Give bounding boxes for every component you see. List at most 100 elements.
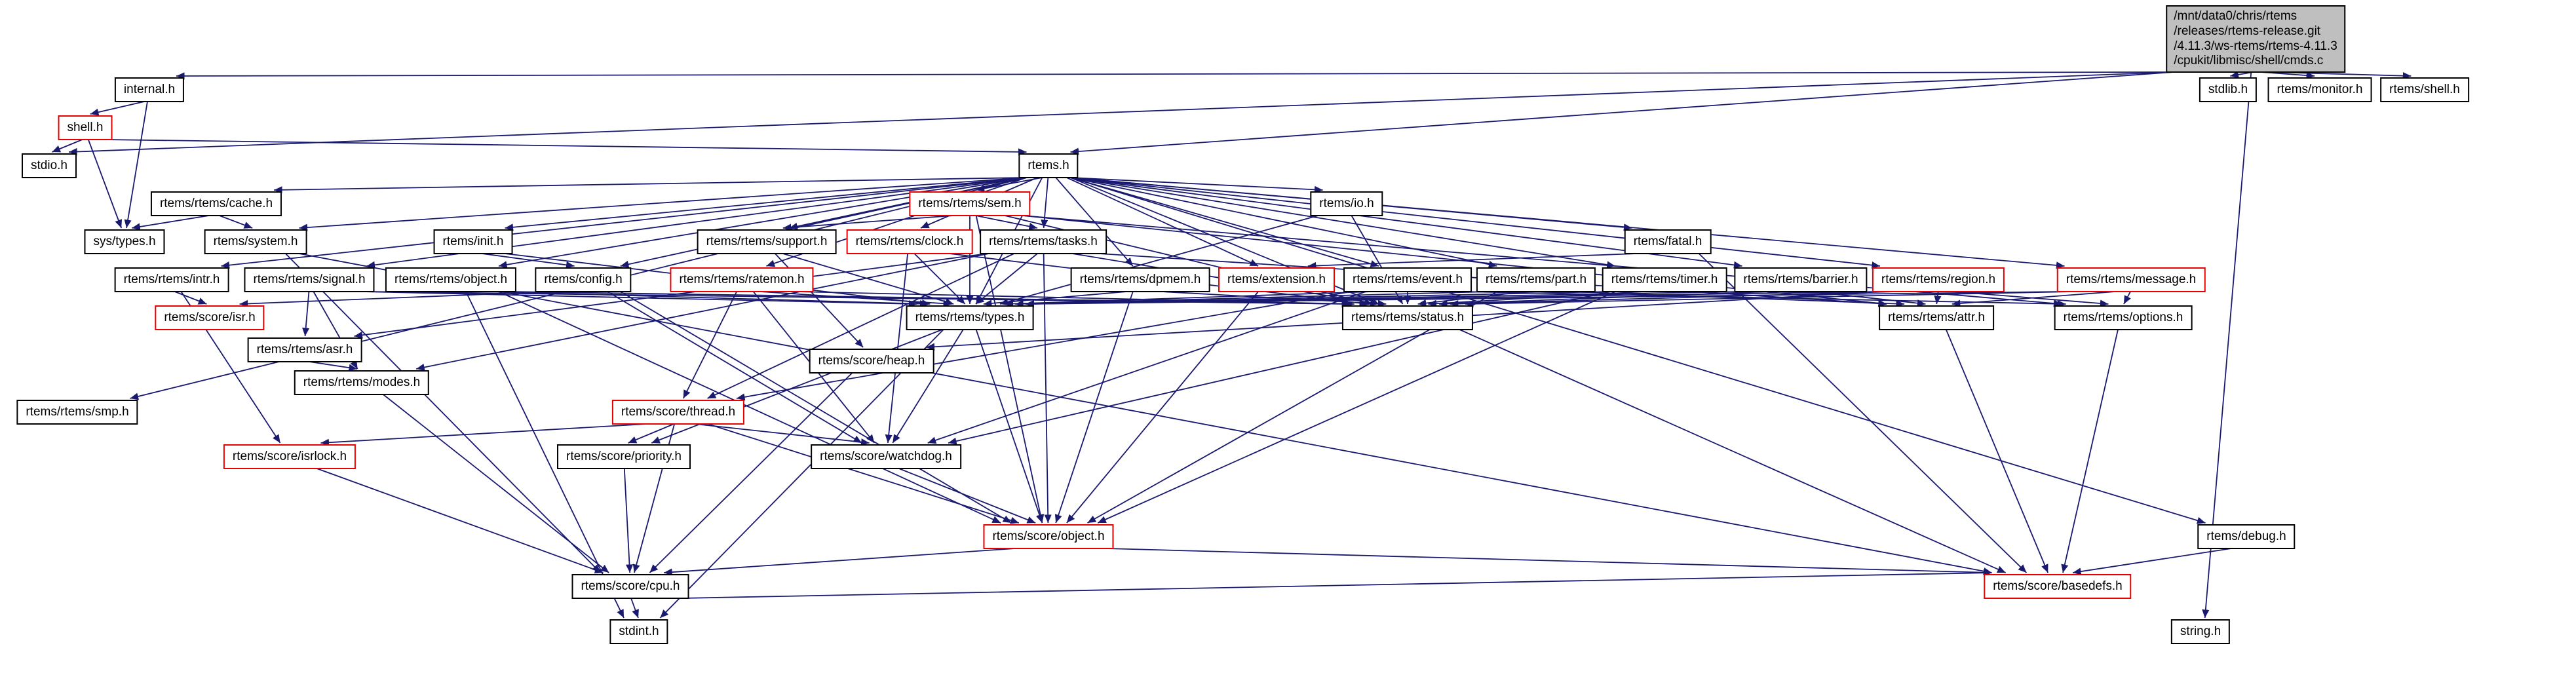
graph-node-string[interactable]: string.h bbox=[2170, 619, 2231, 644]
edge-rtems-extension bbox=[1066, 177, 1259, 267]
graph-node-status[interactable]: rtems/rtems/status.h bbox=[1341, 305, 1474, 330]
edge-modes-cpu bbox=[383, 394, 609, 573]
graph-node-event[interactable]: rtems/rtems/event.h bbox=[1343, 267, 1472, 292]
edge-clock-watchdog bbox=[885, 253, 909, 444]
graph-node-ratemon[interactable]: rtems/rtems/ratemon.h bbox=[670, 267, 814, 292]
edge-cmds-rtems bbox=[1070, 71, 2174, 155]
graph-node-rtypes[interactable]: rtems/rtems/types.h bbox=[906, 305, 1034, 330]
graph-node-systypes[interactable]: sys/types.h bbox=[84, 229, 165, 254]
edge-rtems-intr bbox=[221, 177, 1027, 269]
graph-node-robject[interactable]: rtems/rtems/object.h bbox=[385, 267, 517, 292]
edge-io-rtypes bbox=[999, 215, 1318, 306]
graph-node-stdlib[interactable]: stdlib.h bbox=[2199, 77, 2258, 102]
edge-sem-support bbox=[782, 215, 954, 231]
edge-dpmem-sobject bbox=[1054, 291, 1134, 524]
graph-node-cpu[interactable]: rtems/score/cpu.h bbox=[571, 574, 689, 599]
edge-ratemon-thread bbox=[682, 291, 738, 399]
graph-node-sobject[interactable]: rtems/score/object.h bbox=[983, 524, 1114, 549]
graph-node-smp[interactable]: rtems/rtems/smp.h bbox=[16, 400, 138, 425]
graph-node-shell[interactable]: shell.h bbox=[58, 115, 113, 140]
edge-isrlock-cpu bbox=[317, 468, 604, 573]
graph-node-isrlock[interactable]: rtems/score/isrlock.h bbox=[223, 444, 356, 469]
graph-node-clock[interactable]: rtems/rtems/clock.h bbox=[846, 229, 973, 254]
edge-priority-cpu bbox=[623, 468, 634, 573]
edge-sem-sobject bbox=[975, 215, 1045, 524]
edge-rtems-event bbox=[1070, 177, 1379, 267]
graph-node-fatal[interactable]: rtems/fatal.h bbox=[1624, 229, 1712, 254]
edge-internal-shell bbox=[90, 101, 145, 116]
graph-node-message[interactable]: rtems/rtems/message.h bbox=[2056, 267, 2206, 292]
graph-node-sem[interactable]: rtems/rtems/sem.h bbox=[909, 191, 1031, 216]
graph-node-thread[interactable]: rtems/score/thread.h bbox=[611, 400, 745, 425]
graph-node-attr[interactable]: rtems/rtems/attr.h bbox=[1879, 305, 1994, 330]
edge-rtems-tasks bbox=[1041, 177, 1049, 229]
graph-node-options[interactable]: rtems/rtems/options.h bbox=[2054, 305, 2193, 330]
graph-node-io[interactable]: rtems/io.h bbox=[1310, 191, 1383, 216]
edge-thread-isrlock bbox=[320, 423, 647, 446]
graph-node-modes[interactable]: rtems/rtems/modes.h bbox=[294, 370, 430, 395]
edge-config-sobject bbox=[620, 291, 1012, 524]
graph-node-stdint[interactable]: stdint.h bbox=[609, 619, 668, 644]
edge-system-cpu bbox=[285, 253, 601, 573]
graph-node-tasks[interactable]: rtems/rtems/tasks.h bbox=[980, 229, 1107, 254]
graph-node-priority[interactable]: rtems/score/priority.h bbox=[557, 444, 691, 469]
edge-cpu-basedefs bbox=[681, 569, 1992, 599]
edge-rtems-timer bbox=[1070, 177, 1615, 269]
edge-internal-systypes bbox=[124, 101, 148, 229]
edge-thread-sobject bbox=[707, 423, 1020, 524]
graph-node-intr[interactable]: rtems/rtems/intr.h bbox=[114, 267, 229, 292]
edge-shell-stdio bbox=[52, 139, 83, 153]
edge-sem-tasks bbox=[975, 215, 1038, 230]
edge-cpu-stdint bbox=[630, 598, 639, 619]
graph-node-rtems[interactable]: rtems.h bbox=[1018, 153, 1079, 178]
graph-node-watchdog[interactable]: rtems/score/watchdog.h bbox=[811, 444, 961, 469]
graph-node-rtems_shell[interactable]: rtems/shell.h bbox=[2380, 77, 2469, 102]
edge-cmds-stdio bbox=[68, 71, 2174, 156]
edge-thread-watchdog bbox=[695, 423, 870, 446]
edge-status-basedefs bbox=[1459, 329, 2007, 573]
graph-node-support[interactable]: rtems/rtems/support.h bbox=[697, 229, 837, 254]
edge-part-rtypes bbox=[1015, 291, 1491, 308]
edge-cmds-internal bbox=[176, 71, 2174, 80]
edge-debug-basedefs bbox=[2072, 548, 2232, 575]
graph-node-stdio[interactable]: stdio.h bbox=[22, 153, 77, 178]
graph-node-part[interactable]: rtems/rtems/part.h bbox=[1476, 267, 1596, 292]
graph-node-timer[interactable]: rtems/rtems/timer.h bbox=[1602, 267, 1727, 292]
graph-node-cmds[interactable]: /mnt/data0/chris/rtems /releases/rtems-r… bbox=[2166, 5, 2345, 73]
graph-node-basedefs[interactable]: rtems/score/basedefs.h bbox=[1984, 574, 2132, 599]
edge-init-config bbox=[482, 253, 575, 269]
graph-node-cache[interactable]: rtems/rtems/cache.h bbox=[150, 191, 282, 216]
graph-node-asr[interactable]: rtems/rtems/asr.h bbox=[247, 337, 362, 362]
graph-node-heap[interactable]: rtems/score/heap.h bbox=[809, 349, 934, 374]
edge-rtypes-watchdog bbox=[892, 329, 964, 444]
graph-node-init[interactable]: rtems/init.h bbox=[433, 229, 513, 254]
edge-shell-rtems bbox=[104, 139, 1027, 156]
graph-node-internal[interactable]: internal.h bbox=[114, 77, 185, 102]
edge-rtems-io bbox=[1070, 177, 1323, 193]
graph-node-region[interactable]: rtems/rtems/region.h bbox=[1872, 267, 2005, 292]
edge-rtems-system bbox=[299, 177, 1027, 231]
edge-sobject-cpu bbox=[663, 548, 1016, 576]
graph-node-dpmem[interactable]: rtems/rtems/dpmem.h bbox=[1070, 267, 1210, 292]
edge-message-attr bbox=[1951, 291, 2116, 307]
edge-rtems-debug bbox=[1070, 177, 2206, 524]
edge-timer-sobject bbox=[1097, 291, 1616, 524]
edge-rtems-cache bbox=[273, 177, 1027, 194]
edge-event-rtypes bbox=[1005, 291, 1373, 308]
graph-node-system[interactable]: rtems/system.h bbox=[204, 229, 307, 254]
edge-extension-sobject bbox=[1066, 291, 1259, 524]
graph-node-extension[interactable]: rtems/extension.h bbox=[1218, 267, 1335, 292]
graph-node-barrier[interactable]: rtems/rtems/barrier.h bbox=[1734, 267, 1868, 292]
graph-node-monitor[interactable]: rtems/monitor.h bbox=[2267, 77, 2372, 102]
graph-node-config[interactable]: rtems/config.h bbox=[535, 267, 632, 292]
edge-fatal-basedefs bbox=[1698, 253, 2028, 573]
edge-signal-asr bbox=[302, 291, 310, 337]
edge-event-thread bbox=[736, 291, 1352, 401]
graph-node-signal[interactable]: rtems/rtems/signal.h bbox=[244, 267, 375, 292]
graph-node-debug[interactable]: rtems/debug.h bbox=[2197, 524, 2296, 549]
edge-fatal-extension bbox=[1307, 253, 1637, 270]
edge-cache-systypes bbox=[132, 215, 209, 231]
graph-node-isr[interactable]: rtems/score/isr.h bbox=[155, 305, 265, 330]
